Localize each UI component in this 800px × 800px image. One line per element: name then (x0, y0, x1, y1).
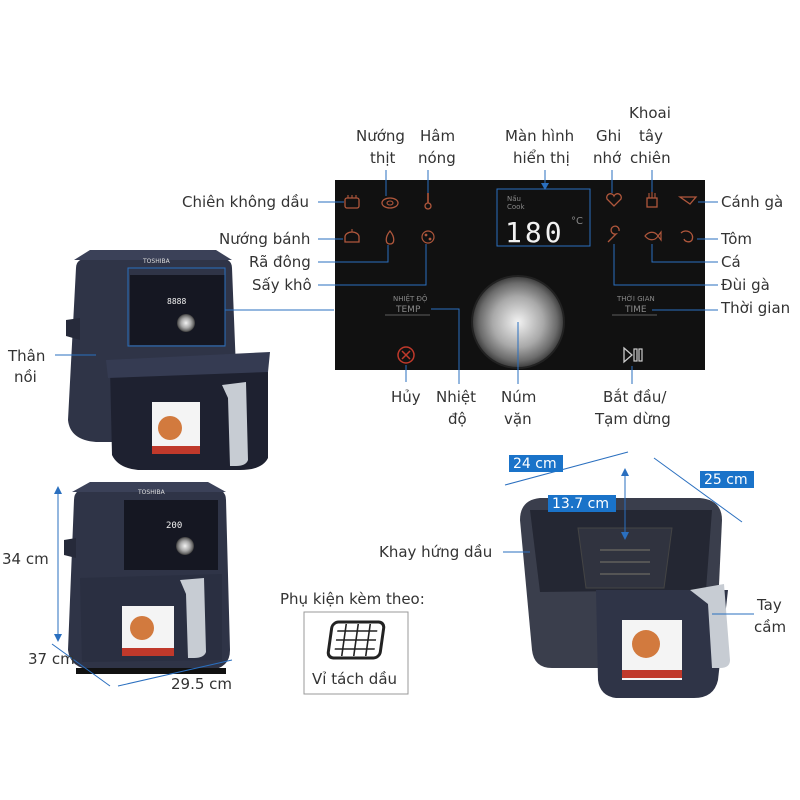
label-nhiet-do-2: độ (448, 410, 467, 428)
start-pause-button[interactable] (623, 346, 643, 364)
label-chien-khong-dau: Chiên không dầu (182, 193, 309, 211)
label-huy: Hủy (391, 388, 421, 406)
label-nuong-banh: Nướng bánh (219, 230, 310, 248)
air-fryer-open: 8888 TOSHIBA (66, 250, 270, 470)
accessory-box (303, 611, 409, 695)
grill-meat-icon (381, 197, 399, 209)
label-ham-nong-2: nóng (418, 149, 456, 167)
shrimp-icon (680, 230, 694, 243)
dim-basket-height: 13.7 cm (552, 496, 609, 512)
label-phu-kien: Phụ kiện kèm theo: (280, 590, 425, 608)
display-unit: °C (571, 216, 583, 227)
chicken-wing-icon (677, 196, 698, 205)
label-khoai-3: chiên (630, 149, 671, 167)
label-khay-hung-dau: Khay hứng dầu (379, 543, 492, 561)
temp-label-vn: NHIỆT ĐỘ (393, 294, 428, 303)
label-num-van-2: vặn (504, 410, 532, 428)
air-fry-icon (344, 195, 360, 209)
label-num-van-1: Núm (501, 388, 536, 406)
chicken-leg-icon (607, 225, 620, 243)
fryer-basket (520, 498, 730, 698)
label-bat-dau-2: Tạm dừng (594, 410, 671, 428)
display-mode-line1: Nấu (507, 195, 521, 203)
brand-top: TOSHIBA (142, 258, 171, 265)
memory-heart-icon (606, 193, 622, 207)
defrost-drop-icon (385, 229, 395, 245)
cancel-button[interactable] (397, 346, 415, 364)
label-dui-ga: Đùi gà (721, 276, 770, 294)
label-tay-cam-1: Tay (756, 596, 782, 614)
front-panel-screen (130, 275, 225, 345)
label-nuong-thit-1: Nướng (356, 127, 405, 145)
fish-icon (644, 230, 662, 242)
display-screen-frame (496, 188, 591, 247)
label-tom: Tôm (720, 230, 752, 248)
front-display-bottom: 200 (166, 521, 182, 531)
dehydrate-icon (421, 230, 435, 244)
label-ca: Cá (721, 253, 741, 271)
brand-bottom: TOSHIBA (137, 489, 166, 496)
bake-cake-icon (344, 229, 360, 243)
label-vi-tach-dau: Vỉ tách dầu (312, 670, 397, 688)
label-ra-dong: Rã đông (249, 253, 311, 271)
label-nhiet-do-1: Nhiệt (436, 388, 476, 406)
reheat-icon (424, 193, 432, 210)
label-than-noi-2: nồi (14, 368, 37, 386)
label-khoai-2: tây (639, 127, 663, 145)
display-temperature: 180 (505, 216, 565, 249)
air-fryer-closed: 200 TOSHIBA (64, 482, 230, 674)
time-label-en: TIME (624, 305, 647, 315)
label-thoi-gian: Thời gian (720, 299, 790, 317)
label-khoai-1: Khoai (629, 104, 671, 122)
dim-width: 29.5 cm (171, 675, 232, 693)
dim-depth: 37 cm (28, 650, 75, 668)
oil-separator-rack-icon (326, 620, 386, 660)
display-mode-line2: Cook (507, 203, 525, 211)
label-ghi-nho-1: Ghi (596, 127, 621, 145)
label-say-kho: Sấy khô (252, 276, 312, 294)
front-knob (177, 314, 195, 332)
dim-height: 34 cm (2, 550, 49, 568)
label-than-noi-1: Thân (7, 347, 45, 365)
label-canh-ga: Cánh gà (721, 193, 783, 211)
time-label-vn: THỜI GIAN (616, 294, 655, 303)
label-man-hinh-2: hiển thị (513, 149, 570, 167)
french-fries-icon (646, 192, 658, 208)
label-tay-cam-2: cầm (754, 618, 786, 636)
dim-basket-width: 24 cm (513, 456, 557, 472)
dim-basket-depth: 25 cm (704, 472, 748, 488)
temp-label-en: TEMP (395, 305, 421, 315)
label-man-hinh-1: Màn hình (505, 127, 574, 145)
label-nuong-thit-2: thịt (370, 149, 396, 167)
front-display-top: 8888 (167, 297, 186, 306)
label-ghi-nho-2: nhớ (593, 149, 622, 167)
label-ham-nong-1: Hâm (420, 127, 455, 145)
label-bat-dau-1: Bắt đầu/ (603, 388, 667, 406)
